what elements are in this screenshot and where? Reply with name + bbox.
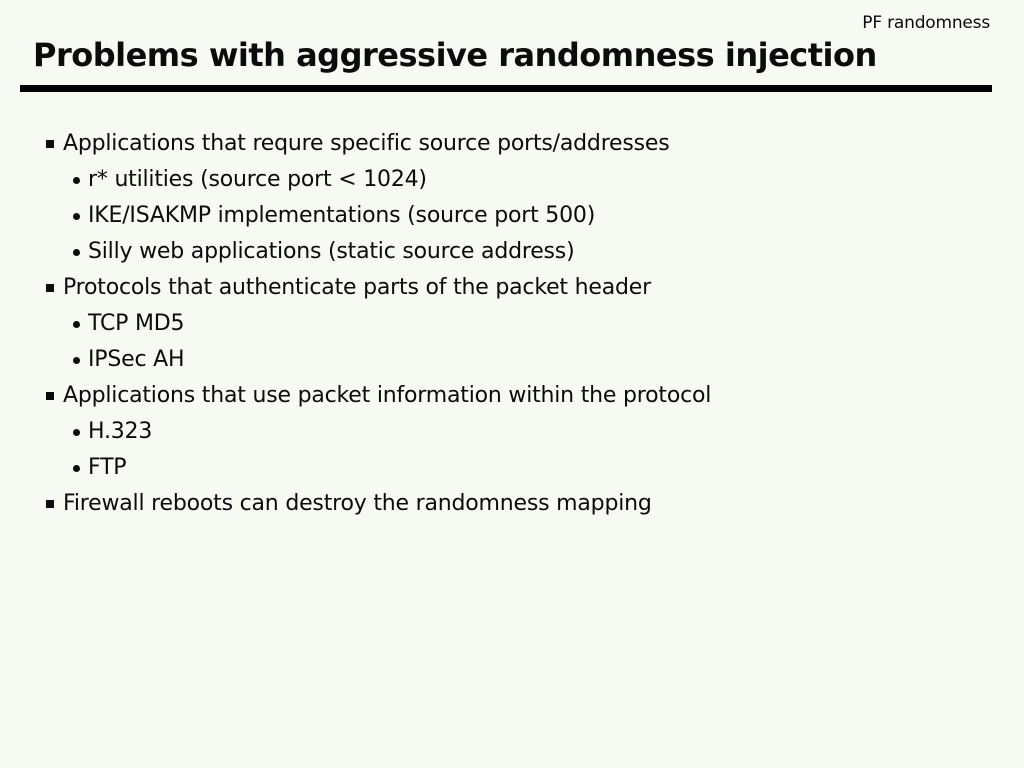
bullet-item: Firewall reboots can destroy the randomn… [0, 486, 1024, 522]
bullet-square-icon [46, 392, 54, 400]
bullet-dot-icon [73, 212, 80, 220]
sub-bullet-item: TCP MD5 [0, 306, 1024, 342]
title-divider [20, 85, 992, 92]
bullet-item: Applications that use packet information… [0, 378, 1024, 414]
sub-bullet-item: FTP [0, 450, 1024, 486]
bullet-dot-icon [73, 320, 80, 328]
bullet-square-icon [46, 284, 54, 292]
bullet-dot-icon [73, 356, 80, 364]
bullet-item-text: Applications that requre specific source… [63, 131, 670, 156]
bullet-dot-icon [73, 176, 80, 184]
sub-bullet-item: IPSec AH [0, 342, 1024, 378]
bullet-item-text: Applications that use packet information… [63, 383, 712, 408]
sub-bullet-item-text: H.323 [88, 419, 153, 444]
bullet-item-text: Firewall reboots can destroy the randomn… [63, 491, 652, 516]
sub-bullet-item-text: Silly web applications (static source ad… [88, 239, 575, 264]
slide-corner-label: PF randomness [862, 13, 990, 33]
bullet-item: Protocols that authenticate parts of the… [0, 270, 1024, 306]
bullet-dot-icon [73, 428, 80, 436]
bullet-square-icon [46, 500, 54, 508]
sub-bullet-item: Silly web applications (static source ad… [0, 234, 1024, 270]
sub-bullet-item-text: IPSec AH [88, 347, 185, 372]
slide-title: Problems with aggressive randomness inje… [33, 36, 877, 74]
bullet-list: Applications that requre specific source… [0, 126, 1024, 522]
sub-bullet-item-text: FTP [88, 455, 127, 480]
sub-bullet-item: r* utilities (source port < 1024) [0, 162, 1024, 198]
bullet-dot-icon [73, 464, 80, 472]
bullet-item-text: Protocols that authenticate parts of the… [63, 275, 651, 300]
bullet-square-icon [46, 140, 54, 148]
sub-bullet-item: IKE/ISAKMP implementations (source port … [0, 198, 1024, 234]
sub-bullet-item-text: TCP MD5 [88, 311, 185, 336]
sub-bullet-item-text: IKE/ISAKMP implementations (source port … [88, 203, 596, 228]
sub-bullet-item-text: r* utilities (source port < 1024) [88, 167, 427, 192]
bullet-dot-icon [73, 248, 80, 256]
bullet-item: Applications that requre specific source… [0, 126, 1024, 162]
sub-bullet-item: H.323 [0, 414, 1024, 450]
